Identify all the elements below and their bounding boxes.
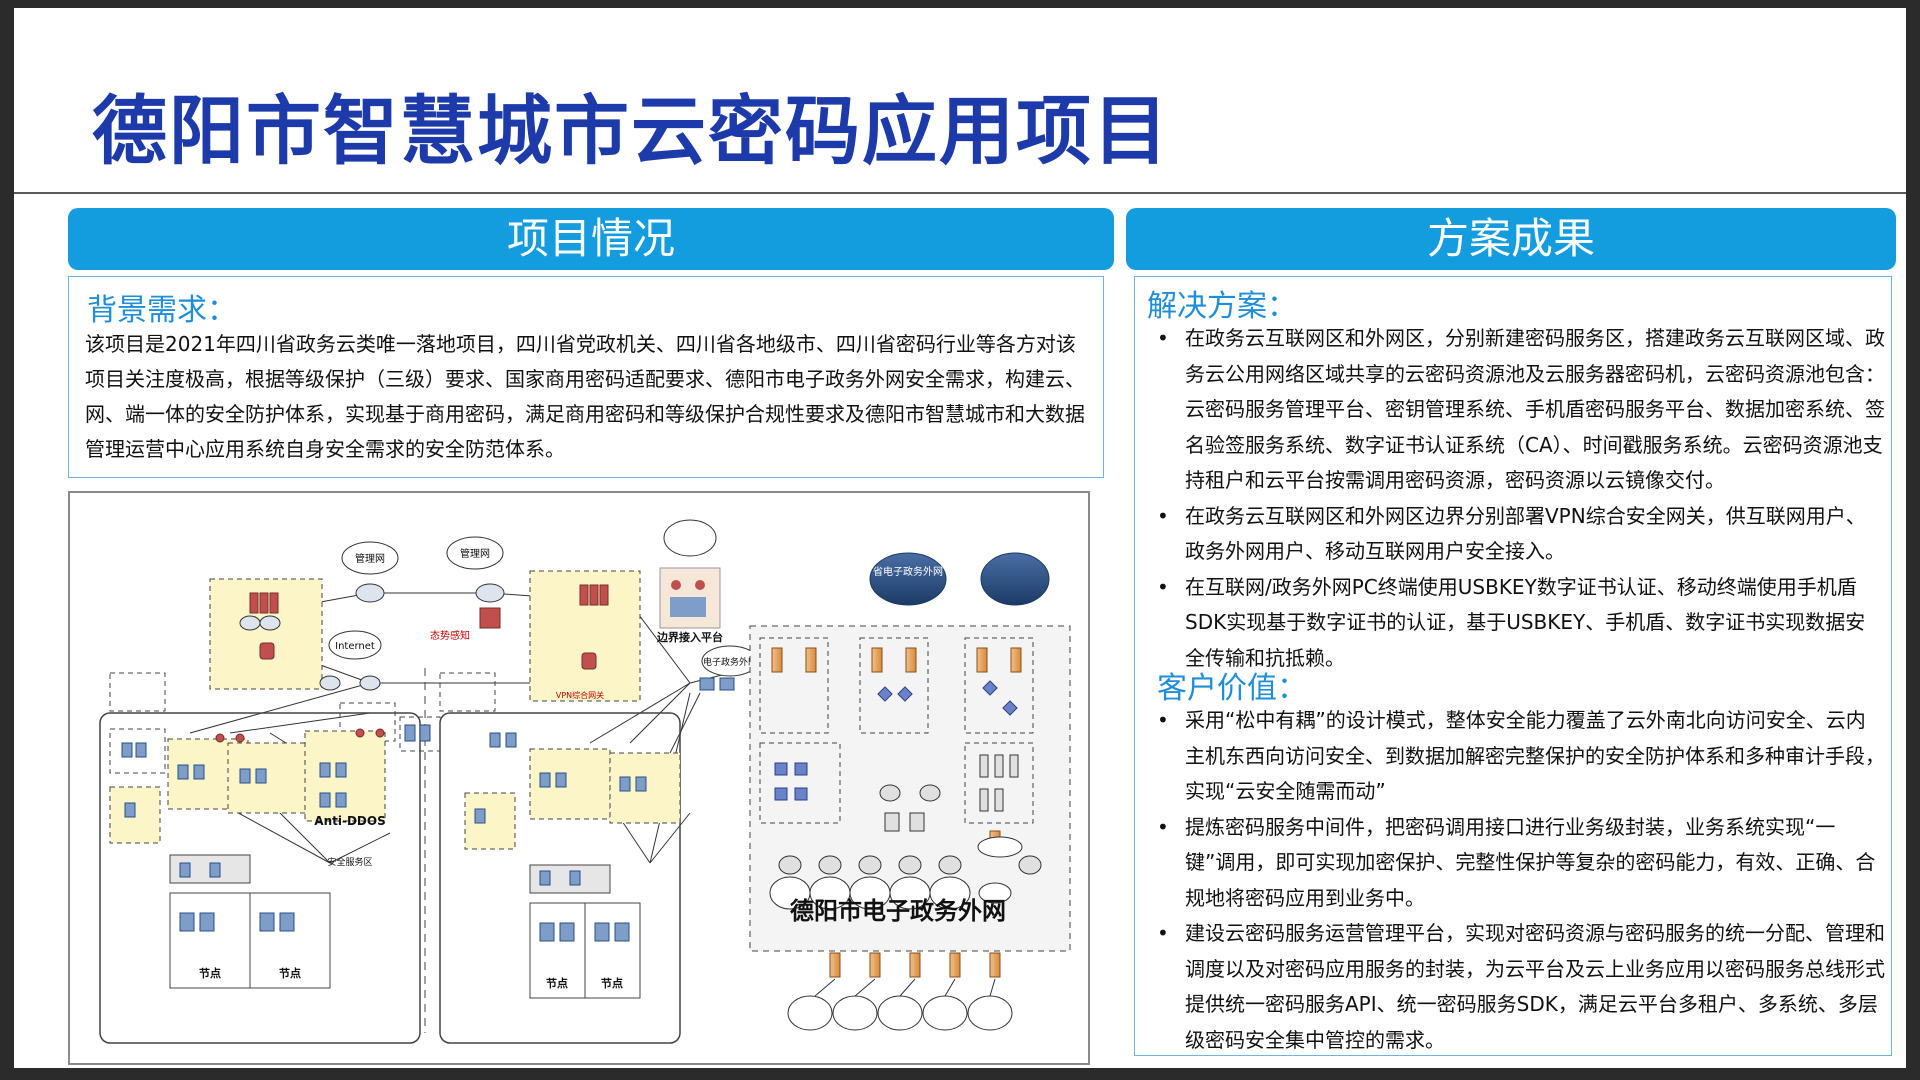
region-middle (439, 712, 681, 1044)
value-item: •采用“松中有耦”的设计模式，整体安全能力覆盖了云外南北向访问安全、云内主机东西… (1157, 708, 1885, 803)
svg-text:省电子政务外网: 省电子政务外网 (873, 565, 943, 578)
label-situation: 态势感知 (430, 629, 470, 642)
solution-list: •在政务云互联网区和外网区，分别新建密码服务区，搭建政务云互联网区域、政务云公用… (1145, 321, 1885, 676)
title-divider (14, 192, 1906, 194)
network-diagram-svg: 管理网 管理网 Internet 省电子政务外网 电子政务外网 态势 (99, 519, 1071, 1044)
slide: 德阳市智慧城市云密码应用项目 项目情况 背景需求： 该项目是2021年四川省政务… (14, 8, 1906, 1068)
value-heading: 客户价值： (1157, 671, 1307, 706)
background-panel: 背景需求： 该项目是2021年四川省政务云类唯一落地项目，四川省党政机关、四川省… (68, 276, 1104, 478)
solution-heading: 解决方案： (1147, 289, 1297, 324)
solution-item: •在政务云互联网区和外网区边界分别部署VPN综合安全网关，供互联网用户、政务外网… (1157, 503, 1866, 564)
cloud-gov-ext: 电子政务外网 (701, 645, 759, 677)
banner-solution-results: 方案成果 (1126, 208, 1896, 270)
label-node1: 节点 (199, 966, 221, 980)
value-item: •提炼密码服务中间件，把密码调用接口进行业务级封装，业务系统实现“一键”调用，即… (1157, 814, 1876, 910)
cloud-empty (663, 519, 717, 557)
label-wan: 德阳市电子政务外网 (790, 897, 1006, 925)
label-node3: 节点 (546, 976, 568, 990)
cloud-mgmt1: 管理网 (341, 541, 399, 575)
solution-item: •在互联网/政务外网PC终端使用USBKEY数字证书认证、移动终端使用手机盾SD… (1157, 574, 1866, 670)
svg-text:管理网: 管理网 (355, 552, 385, 565)
client-nodes (769, 876, 1013, 1031)
svg-text:管理网: 管理网 (460, 547, 490, 560)
banner-project-status: 项目情况 (68, 208, 1114, 270)
value-item: •建设云密码服务运营管理平台，实现对密码资源与密码服务的统一分配、管理和调度以及… (1157, 921, 1885, 1052)
background-heading: 背景需求： (87, 293, 237, 328)
page-title: 德阳市智慧城市云密码应用项目 (92, 87, 1171, 175)
region-left (99, 712, 421, 1044)
network-diagram: 管理网 管理网 Internet 省电子政务外网 电子政务外网 态势 (68, 491, 1090, 1065)
label-node4: 节点 (601, 976, 623, 990)
value-list: •采用“松中有耦”的设计模式，整体安全能力覆盖了云外南北向访问安全、云内主机东西… (1145, 703, 1885, 1058)
label-secure-zone: 安全服务区 (327, 856, 372, 868)
solution-item: •在政务云互联网区和外网区，分别新建密码服务区，搭建政务云互联网区域、政务云公用… (1157, 326, 1885, 492)
svg-text:Internet: Internet (335, 641, 375, 652)
cloud-dark (980, 552, 1050, 606)
cloud-gov-network: 省电子政务外网 (869, 552, 947, 606)
cloud-mgmt2: 管理网 (446, 536, 504, 570)
results-panel: 解决方案： •在政务云互联网区和外网区，分别新建密码服务区，搭建政务云互联网区域… (1134, 276, 1892, 1056)
cloud-internet: Internet (328, 630, 382, 660)
label-border: 边界接入平台 (656, 630, 723, 644)
label-node2: 节点 (279, 966, 301, 980)
label-vpn: VPN综合网关 (556, 690, 604, 700)
svg-text:电子政务外网: 电子政务外网 (703, 656, 757, 668)
label-anti-ddos: Anti-DDOS (314, 814, 385, 828)
background-text: 该项目是2021年四川省政务云类唯一落地项目，四川省党政机关、四川省各地级市、四… (85, 332, 1085, 461)
